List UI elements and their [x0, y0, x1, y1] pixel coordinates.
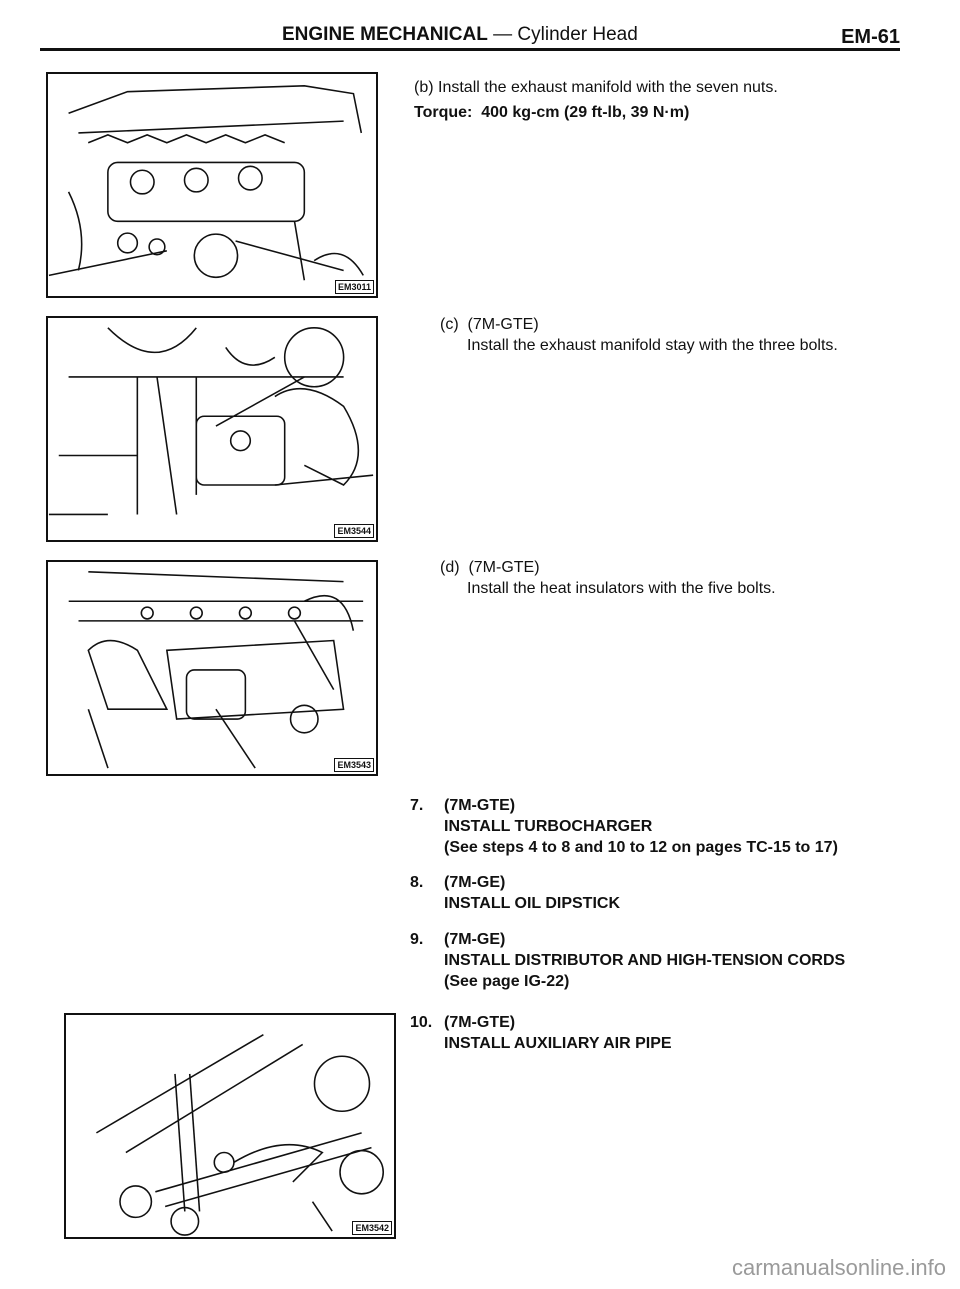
page-number: EM-61	[841, 26, 900, 48]
step-reference: (See steps 4 to 8 and 10 to 12 on pages …	[444, 839, 838, 856]
subsection-title: Cylinder Head	[517, 24, 638, 45]
header-rule	[40, 48, 900, 51]
step-reference: (See page IG-22)	[444, 973, 570, 990]
step-text: Install the exhaust manifold with the se…	[438, 79, 778, 96]
variant-label: (7M-GTE)	[444, 1014, 516, 1031]
step-number: 7.	[410, 797, 424, 814]
page-header: ENGINE MECHANICAL — Cylinder Head	[282, 24, 638, 46]
step-marker: (d)	[440, 559, 460, 576]
figure-label: EM3544	[334, 524, 374, 538]
figure-auxiliary-air-pipe: EM3542	[64, 1013, 396, 1239]
variant-label: (7M-GTE)	[468, 559, 540, 576]
torque-label: Torque:	[414, 104, 473, 121]
step-marker: (b)	[414, 79, 434, 96]
title-separator: —	[487, 24, 518, 45]
variant-label: (7M-GTE)	[444, 797, 516, 814]
manifold-stay-illustration-icon	[48, 327, 374, 516]
step-marker: (c)	[440, 316, 459, 333]
step-text: Install the exhaust manifold stay with t…	[467, 337, 838, 354]
step-title: INSTALL TURBOCHARGER	[444, 818, 653, 835]
step-d: (d) (7M-GTE) Install the heat insulators…	[440, 557, 940, 599]
step-number: 9.	[410, 931, 424, 948]
variant-label: (7M-GE)	[444, 931, 506, 948]
step-number: 8.	[410, 874, 424, 891]
heat-insulator-illustration-icon	[68, 571, 364, 769]
engine-illustration-icon	[48, 84, 364, 281]
figure-heat-insulators: EM3543	[46, 560, 378, 776]
step-7: 7. (7M-GTE) INSTALL TURBOCHARGER (See ste…	[410, 795, 950, 858]
watermark: carmanualsonline.info	[731, 1255, 946, 1280]
figure-label: EM3542	[352, 1221, 392, 1235]
section-title: ENGINE MECHANICAL	[282, 24, 488, 45]
step-10: 10. (7M-GTE) INSTALL AUXILIARY AIR PIPE	[410, 1012, 950, 1054]
figure-exhaust-manifold: EM3011	[46, 72, 378, 298]
step-b: (b) Install the exhaust manifold with th…	[414, 77, 934, 123]
figure-manifold-stay: EM3544	[46, 316, 378, 542]
step-number: 10.	[410, 1014, 433, 1031]
step-8: 8. (7M-GE) INSTALL OIL DIPSTICK	[410, 872, 950, 914]
step-c: (c) (7M-GTE) Install the exhaust manifol…	[440, 314, 940, 356]
step-title: INSTALL DISTRIBUTOR AND HIGH-TENSION COR…	[444, 952, 846, 969]
air-pipe-illustration-icon	[96, 1033, 385, 1236]
step-title: INSTALL AUXILIARY AIR PIPE	[444, 1035, 672, 1052]
variant-label: (7M-GTE)	[467, 316, 539, 333]
figure-label: EM3543	[334, 758, 374, 772]
step-9: 9. (7M-GE) INSTALL DISTRIBUTOR AND HIGH-T…	[410, 929, 950, 992]
step-text: Install the heat insulators with the fiv…	[467, 580, 776, 597]
torque-value: 400 kg-cm (29 ft-lb, 39 N·m)	[481, 104, 690, 121]
step-title: INSTALL OIL DIPSTICK	[444, 895, 621, 912]
variant-label: (7M-GE)	[444, 874, 506, 891]
figure-label: EM3011	[334, 280, 374, 294]
